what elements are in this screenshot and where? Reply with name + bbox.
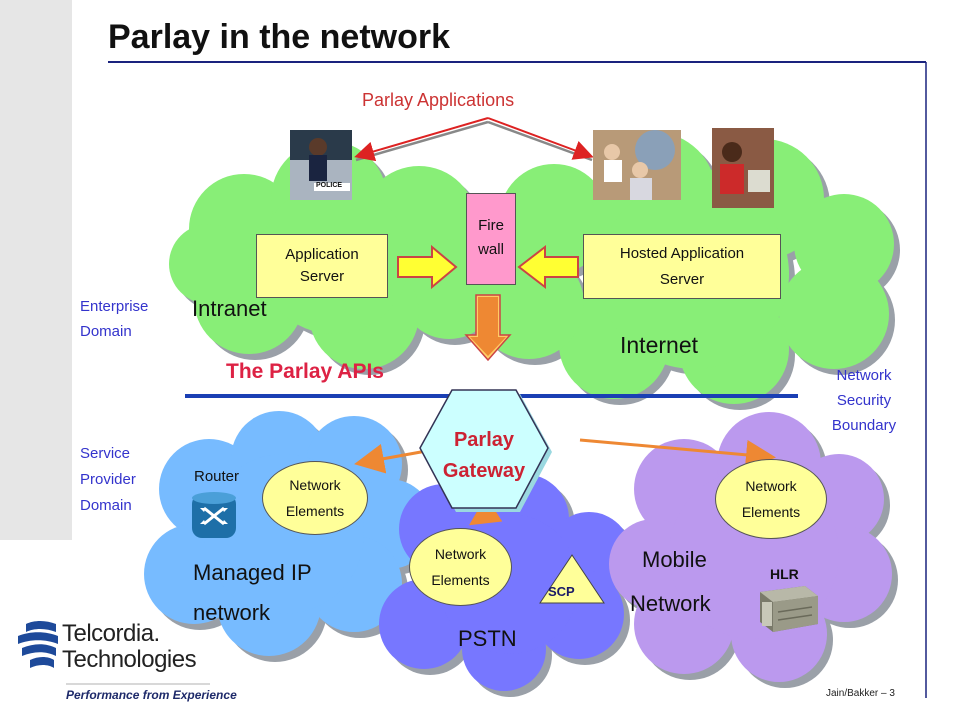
- arrow-to-police: [354, 117, 489, 162]
- service-provider-domain-label: Service Provider Domain: [80, 445, 136, 514]
- arrow-hosted-to-firewall: [517, 244, 579, 290]
- arrow-app-to-firewall: [397, 244, 458, 290]
- police-label: POLICE: [316, 182, 343, 189]
- arrow-gw-to-mobile: [579, 438, 776, 470]
- police-photo: [290, 130, 352, 200]
- page-title: Parlay in the network: [108, 18, 450, 56]
- hosted-application-server-box: Hosted Application Server: [583, 234, 781, 299]
- network-security-boundary-label: Network Security Boundary: [831, 367, 897, 434]
- enterprise-domain-label: Enterprise Domain: [80, 298, 149, 340]
- parlay-gateway-label: Parlay Gateway: [442, 429, 526, 482]
- telcordia-logo-line1: Telcordia.: [62, 620, 160, 647]
- firewall-box: Fire wall: [466, 193, 516, 285]
- network-elements-pstn: Network Elements: [409, 528, 512, 606]
- telcordia-logo-line2: Technologies: [62, 646, 197, 673]
- telcordia-tagline: Performance from Experience: [66, 688, 237, 702]
- hlr-server-icon: [760, 586, 818, 632]
- arrow-to-office: [487, 117, 594, 160]
- slide-footer: Jain/Bakker – 3: [826, 688, 895, 699]
- parlay-applications-label: Parlay Applications: [362, 90, 515, 110]
- left-band: [0, 0, 72, 540]
- router-icon: [192, 492, 236, 538]
- scp-label: SCP: [548, 584, 575, 599]
- managed-ip-label: Managed IP network: [193, 560, 312, 625]
- network-elements-mobile: Network Elements: [715, 459, 827, 539]
- parlay-gateway-hexagon: [419, 389, 549, 509]
- hlr-label: HLR: [770, 566, 799, 582]
- parlay-apis-label: The Parlay APIs: [226, 360, 384, 383]
- network-elements-managed-ip: Network Elements: [262, 461, 368, 535]
- woman-photo: [712, 128, 774, 208]
- scp-triangle: [539, 554, 605, 604]
- telcordia-logo-mark: [18, 621, 58, 668]
- internet-label: Internet: [620, 332, 698, 358]
- office-photo: [593, 130, 681, 200]
- intranet-label: Intranet: [192, 296, 267, 321]
- pstn-label: PSTN: [458, 626, 517, 651]
- router-label: Router: [194, 468, 240, 485]
- mobile-network-label: Mobile Network: [630, 547, 711, 616]
- arrow-gw-to-managed: [354, 443, 433, 474]
- application-server-box: Application Server: [256, 234, 388, 298]
